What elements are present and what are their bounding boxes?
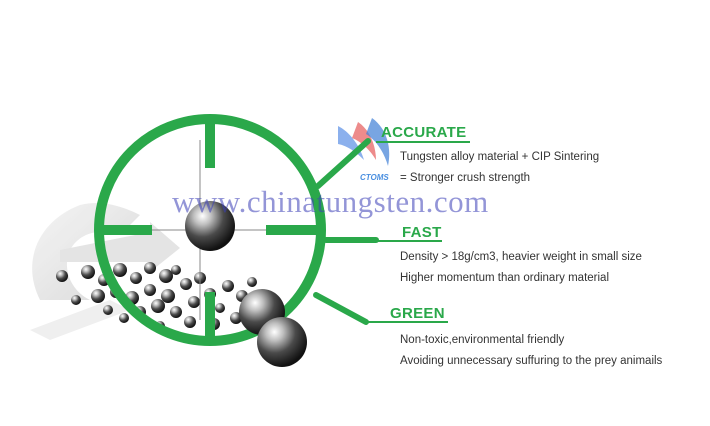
title-underline-fast [376,240,442,242]
small-ball [144,262,156,274]
small-ball [247,277,257,287]
small-ball [161,289,175,303]
small-ball [170,306,182,318]
title-underline-green [366,321,448,323]
small-ball [130,272,142,284]
feature-accurate-line-1: Tungsten alloy material + CIP Sintering [400,151,600,163]
small-ball [222,280,234,292]
small-ball [184,316,196,328]
feature-green-line-1: Non-toxic,environmental friendly [400,334,565,346]
feature-fast-line-1: Density > 18g/cm3, heavier weight in sma… [400,251,642,263]
small-ball [56,270,68,282]
small-ball [144,284,156,296]
small-ball [215,303,225,313]
small-ball [91,289,105,303]
feature-title-fast: FAST [402,224,442,241]
small-ball [113,263,127,277]
small-ball [81,265,95,279]
small-ball [230,312,242,324]
feature-fast-line-2: Higher momentum than ordinary material [400,272,610,284]
large-ball-center [185,201,235,251]
watermark-text: www.chinatungsten.com [172,184,489,219]
small-ball [119,313,129,323]
connector-lines [313,138,379,325]
small-ball [151,299,165,313]
large-ball-bottom [257,317,307,367]
feature-accurate-line-2: = Stronger crush strength [400,172,531,184]
title-underline-accurate [376,141,470,143]
small-ball [188,296,200,308]
ctoms-logo-text: CTOMS [360,173,389,182]
small-ball [171,265,181,275]
feature-title-accurate: ACCURATE [381,124,467,141]
feature-title-green: GREEN [390,305,445,322]
scope-ticks [99,119,321,341]
small-ball [159,269,173,283]
small-ball [103,305,113,315]
small-ball [71,295,81,305]
feature-green-line-2: Avoiding unnecessary suffuring to the pr… [400,355,663,367]
small-ball [180,278,192,290]
